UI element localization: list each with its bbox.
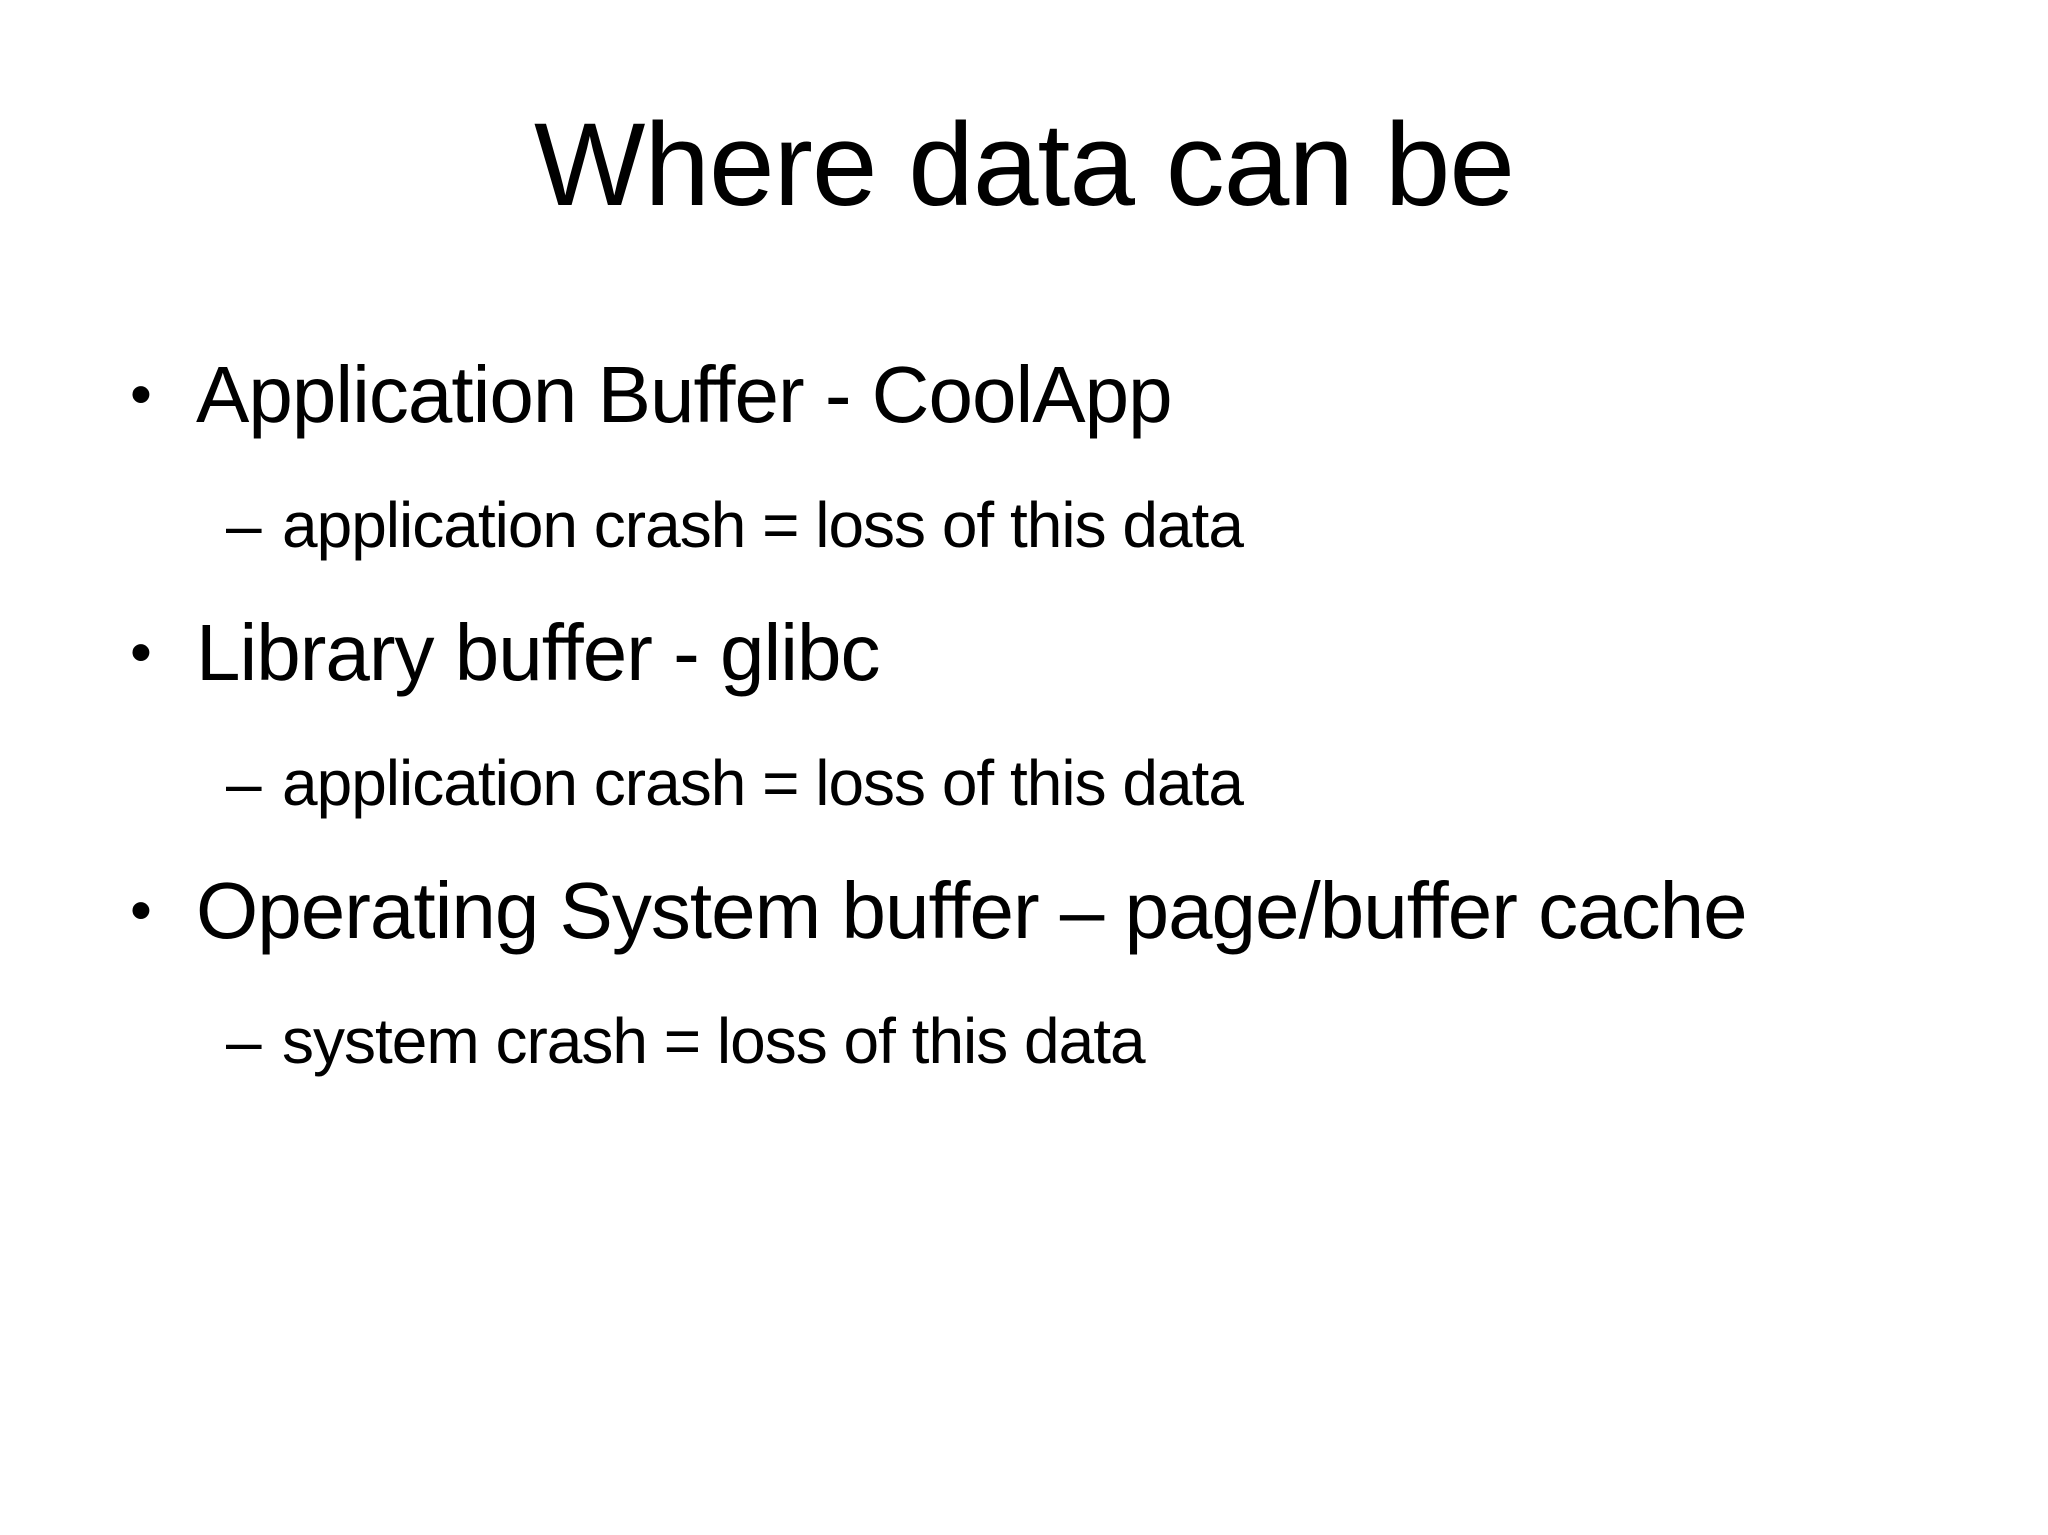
bullet-item: • Application Buffer - CoolApp [130,349,1988,439]
dash-icon: – [226,746,262,819]
bullet-dot-icon: • [130,875,152,945]
bullet-item: • Library buffer - glibc [130,607,1988,697]
dash-icon: – [226,1004,262,1077]
bullet-list: • Application Buffer - CoolApp – applica… [0,349,2048,1073]
slide-title: Where data can be [533,99,1515,231]
sub-bullet-item: – application crash = loss of this data [226,751,1988,815]
bullet-text: Operating System buffer – page/buffer ca… [196,865,1748,955]
sub-bullet-text: application crash = loss of this data [282,746,1244,819]
bullet-dot-icon: • [130,359,152,429]
bullet-text: Application Buffer - CoolApp [196,349,1173,439]
sub-bullet-item: – system crash = loss of this data [226,1009,1988,1073]
sub-bullet-item: – application crash = loss of this data [226,493,1988,557]
bullet-item: • Operating System buffer – page/buffer … [130,865,1988,955]
bullet-text: Library buffer - glibc [196,607,881,697]
bullet-dot-icon: • [130,617,152,687]
dash-icon: – [226,488,262,561]
sub-bullet-text: system crash = loss of this data [282,1004,1146,1077]
sub-bullet-text: application crash = loss of this data [282,488,1244,561]
